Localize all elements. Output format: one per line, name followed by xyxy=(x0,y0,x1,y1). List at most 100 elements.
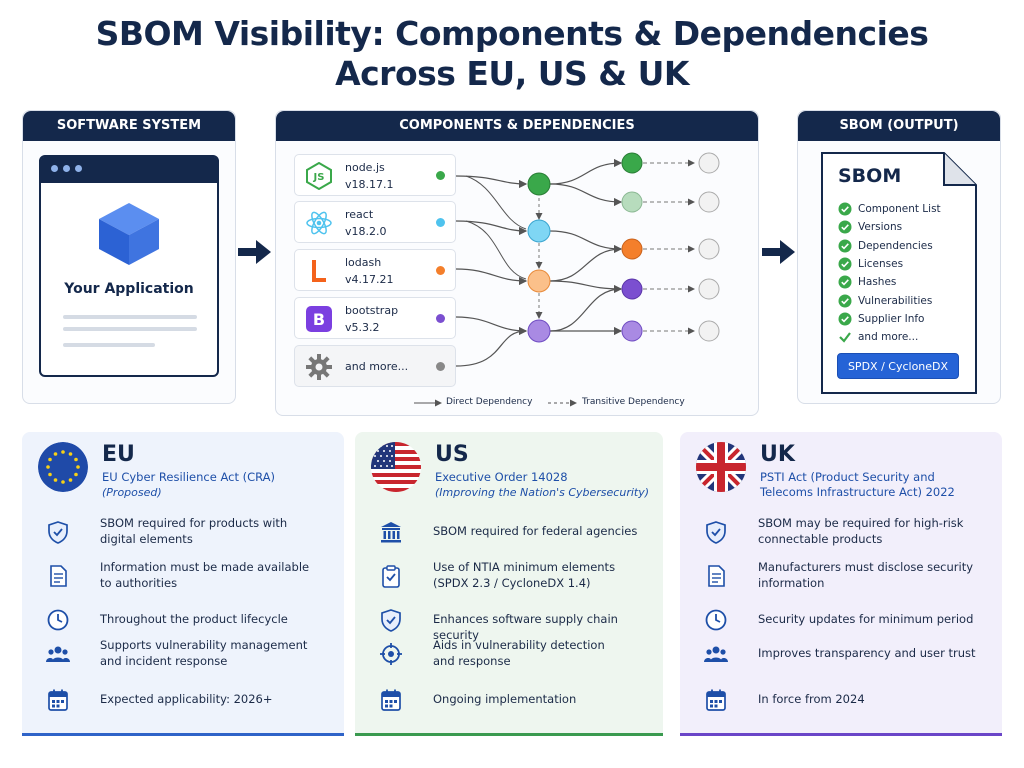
arrow-right-icon xyxy=(238,240,271,264)
region-requirement-item: Security updates for minimum period xyxy=(696,604,991,638)
shield-check-icon xyxy=(381,609,401,632)
region-uk: UK PSTI Act (Product Security and Teleco… xyxy=(680,432,1002,736)
dependency-graph xyxy=(414,152,720,407)
sbom-checklist-label: and more... xyxy=(858,331,919,344)
requirement-line: Enhances software supply chain security xyxy=(433,612,618,642)
direct-edge xyxy=(455,175,528,189)
sbom-checklist-label: Vulnerabilities xyxy=(858,294,933,307)
star-icon xyxy=(74,457,78,462)
graph-node xyxy=(621,238,643,260)
component-card[interactable]: JS node.js v18.17.1 xyxy=(294,154,456,196)
region-requirement-item: Throughout the product lifecycle xyxy=(38,604,333,638)
region-law-status: (Proposed) xyxy=(102,486,162,499)
region-code: EU xyxy=(102,442,135,467)
star-icon xyxy=(46,465,50,469)
component-version: v18.17.1 xyxy=(345,178,394,191)
graph-node-empty xyxy=(698,152,720,174)
requirement-text: Ongoing implementation xyxy=(433,692,663,708)
check-circle-icon xyxy=(838,312,852,326)
requirement-text: Improves transparency and user trust xyxy=(758,646,988,662)
region-code: US xyxy=(435,442,469,467)
component-version: v4.17.21 xyxy=(345,273,394,286)
sbom-output-header: SBOM (OUTPUT) xyxy=(798,111,1000,141)
sbom-checklist-item: Hashes xyxy=(838,274,896,290)
requirement-text: Expected applicability: 2026+ xyxy=(100,692,330,708)
requirement-text: In force from 2024 xyxy=(758,692,988,708)
sbom-checklist-item: Licenses xyxy=(838,256,903,272)
component-name: and more... xyxy=(345,360,409,373)
government-building-icon xyxy=(381,522,401,543)
component-card[interactable]: lodash v4.17.21 xyxy=(294,249,456,291)
requirement-text: Throughout the product lifecycle xyxy=(100,612,330,628)
sbom-checklist-label: Licenses xyxy=(858,257,904,270)
requirement-line: SBOM may be required for high-risk xyxy=(758,516,964,530)
requirement-line: SBOM required for federal agencies xyxy=(433,524,638,538)
component-name: react xyxy=(345,208,374,221)
requirement-text: Enhances software supply chain security xyxy=(433,612,663,643)
star-icon xyxy=(53,478,58,482)
component-card[interactable]: B bootstrap v5.3.2 xyxy=(294,297,456,339)
requirement-line: information xyxy=(758,575,825,590)
software-system-header: SOFTWARE SYSTEM xyxy=(23,111,235,141)
sbom-checklist-label: Dependencies xyxy=(858,239,933,252)
software-system-panel: SOFTWARE SYSTEM Your Application xyxy=(22,110,236,404)
region-law-line: Telecoms Infrastructure Act) 2022 xyxy=(760,485,955,499)
requirement-line: In force from 2024 xyxy=(758,692,865,706)
check-circle-icon xyxy=(838,202,852,216)
graph-node-empty xyxy=(698,191,720,213)
svg-text:B: B xyxy=(313,310,325,329)
sbom-title: SBOM xyxy=(838,165,902,187)
region-requirement-item: Ongoing implementation xyxy=(371,684,666,718)
direct-edge xyxy=(455,316,528,336)
graph-node xyxy=(621,191,643,213)
users-icon xyxy=(46,646,70,662)
requirement-line: to authorities xyxy=(100,575,178,590)
requirement-line: Use of NTIA minimum elements xyxy=(433,560,616,574)
format-button[interactable]: SPDX / CycloneDX xyxy=(837,353,959,379)
region-requirement-item: Expected applicability: 2026+ xyxy=(38,684,333,718)
requirement-line: Ongoing implementation xyxy=(433,692,577,706)
application-label: Your Application xyxy=(64,281,194,297)
lodash-icon xyxy=(312,260,326,282)
graph-node xyxy=(527,319,551,343)
region-requirement-item: Use of NTIA minimum elements(SPDX 2.3 / … xyxy=(371,560,666,594)
component-card[interactable]: and more... xyxy=(294,345,456,387)
bootstrap-icon: B xyxy=(306,306,332,332)
calendar-icon xyxy=(48,689,68,711)
placeholder-line xyxy=(63,327,197,331)
direct-edge xyxy=(455,268,528,286)
sbom-checklist-label: Versions xyxy=(858,221,903,234)
requirement-line: Expected applicability: 2026+ xyxy=(100,692,273,706)
uk-flag-icon xyxy=(696,442,746,492)
region-code: UK xyxy=(760,442,795,467)
arrow-right-icon xyxy=(762,240,795,264)
placeholder-line xyxy=(63,315,197,319)
placeholder-line xyxy=(63,343,155,347)
requirement-line: Security updates for minimum period xyxy=(758,612,974,626)
sbom-checklist-item: Supplier Info xyxy=(838,311,924,327)
nodejs-icon: JS xyxy=(306,162,332,190)
requirement-line: Aids in vulnerability detection xyxy=(433,638,605,652)
region-eu: EU EU Cyber Resilience Act (CRA) (Propos… xyxy=(22,432,344,736)
calendar-icon xyxy=(706,689,726,711)
page-title: SBOM Visibility: Components & Dependenci… xyxy=(0,14,1024,94)
component-card[interactable]: react v18.2.0 xyxy=(294,201,456,243)
eu-flag-icon xyxy=(38,442,88,492)
graph-node-empty xyxy=(698,320,720,342)
crosshair-icon xyxy=(380,643,402,665)
region-law-status: (Improving the Nation's Cybersecurity) xyxy=(435,486,650,499)
graph-node xyxy=(621,320,643,342)
title-line-2: Across EU, US & UK xyxy=(335,54,689,93)
requirement-line: and incident response xyxy=(100,653,228,668)
react-icon xyxy=(306,211,332,235)
